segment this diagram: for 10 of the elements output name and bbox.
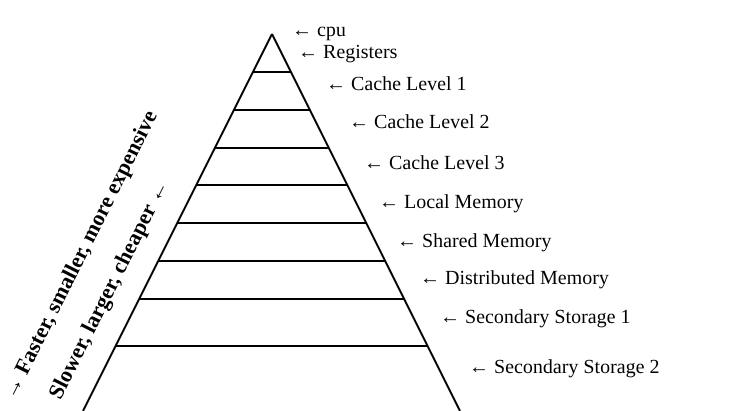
level-label: ← Secondary Storage 1: [440, 307, 631, 327]
level-label: ← cpu: [292, 20, 346, 40]
level-label: ← Cache Level 3: [364, 153, 504, 173]
level-label: ← Local Memory: [379, 192, 524, 212]
level-label: ← Distributed Memory: [420, 268, 609, 288]
level-label: ← Secondary Storage 2: [469, 357, 660, 377]
level-label: ← Shared Memory: [397, 231, 552, 251]
level-label: ← Cache Level 1: [326, 74, 466, 94]
level-label: ← Cache Level 2: [349, 112, 490, 132]
level-label: ← Registers: [298, 42, 398, 62]
